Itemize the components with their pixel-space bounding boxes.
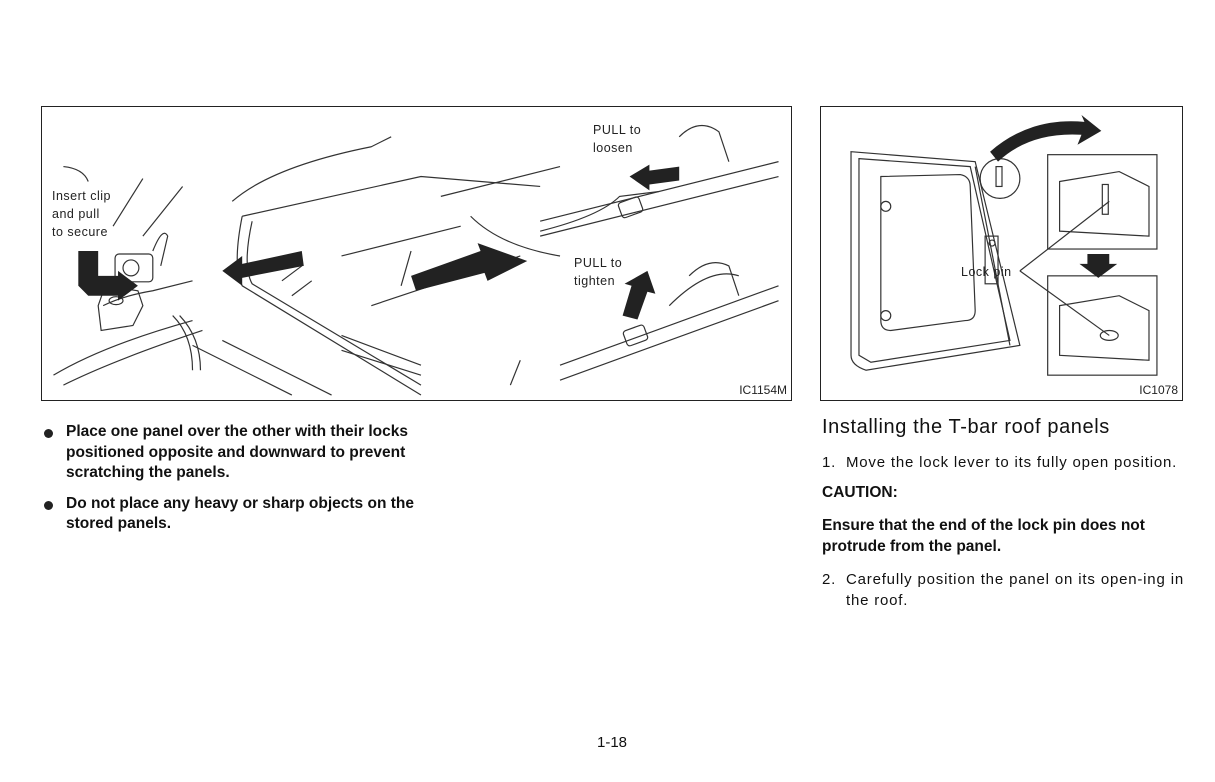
insert-arrow-icon xyxy=(78,251,138,301)
left-arrow-icon xyxy=(222,251,304,286)
step-text: Carefully position the panel on its open… xyxy=(846,571,1184,609)
pull-loosen-label: PULL to loosen xyxy=(593,123,642,155)
pull-tighten-label: PULL to tighten xyxy=(574,256,623,288)
figure-lock-pin: Lock pin IC1078 xyxy=(820,106,1183,401)
caution-heading: CAUTION: xyxy=(822,484,898,501)
step-number: 2. xyxy=(822,571,837,588)
figure-code: IC1154M xyxy=(739,383,787,397)
figure-trunk-storage: Insert clip and pull to secure PULL to l… xyxy=(41,106,792,401)
caution-body: Ensure that the end of the lock pin does… xyxy=(822,517,1145,555)
right-arrow-icon xyxy=(411,243,528,291)
step-item: 1. Move the lock lever to its fully open… xyxy=(822,452,1184,473)
page-number: 1-18 xyxy=(597,734,628,751)
curved-arrow-icon xyxy=(990,114,1102,162)
step-item: 2. Carefully position the panel on its o… xyxy=(822,569,1184,611)
bullet-dot-icon xyxy=(44,500,53,510)
bullet-dot-icon xyxy=(44,429,53,438)
step-text: Move the lock lever to its fully open po… xyxy=(846,454,1178,471)
step-number: 1. xyxy=(822,454,837,471)
lock-pin-illustration xyxy=(850,114,1158,376)
arrow-icons xyxy=(78,164,680,320)
figure-code: IC1078 xyxy=(1139,383,1178,397)
bullet-text: Do not place any heavy or sharp objects … xyxy=(66,494,414,533)
installing-section: Installing the T-bar roof panels 1. Move… xyxy=(822,414,1184,621)
tighten-arrow-icon xyxy=(622,270,656,320)
lock-pin-label: Lock pin xyxy=(961,265,1012,279)
storage-notes: Place one panel over the other with thei… xyxy=(42,422,422,545)
insert-clip-label: Insert clip and pull to secure xyxy=(52,189,111,239)
trunk-storage-illustration xyxy=(53,124,779,396)
loosen-arrow-icon xyxy=(629,164,680,191)
bullet-item: Place one panel over the other with thei… xyxy=(42,422,422,484)
section-title: Installing the T-bar roof panels xyxy=(822,416,1110,438)
bullet-text: Place one panel over the other with thei… xyxy=(66,423,408,481)
bullet-item: Do not place any heavy or sharp objects … xyxy=(42,494,422,535)
down-arrow-icon xyxy=(1079,253,1118,278)
